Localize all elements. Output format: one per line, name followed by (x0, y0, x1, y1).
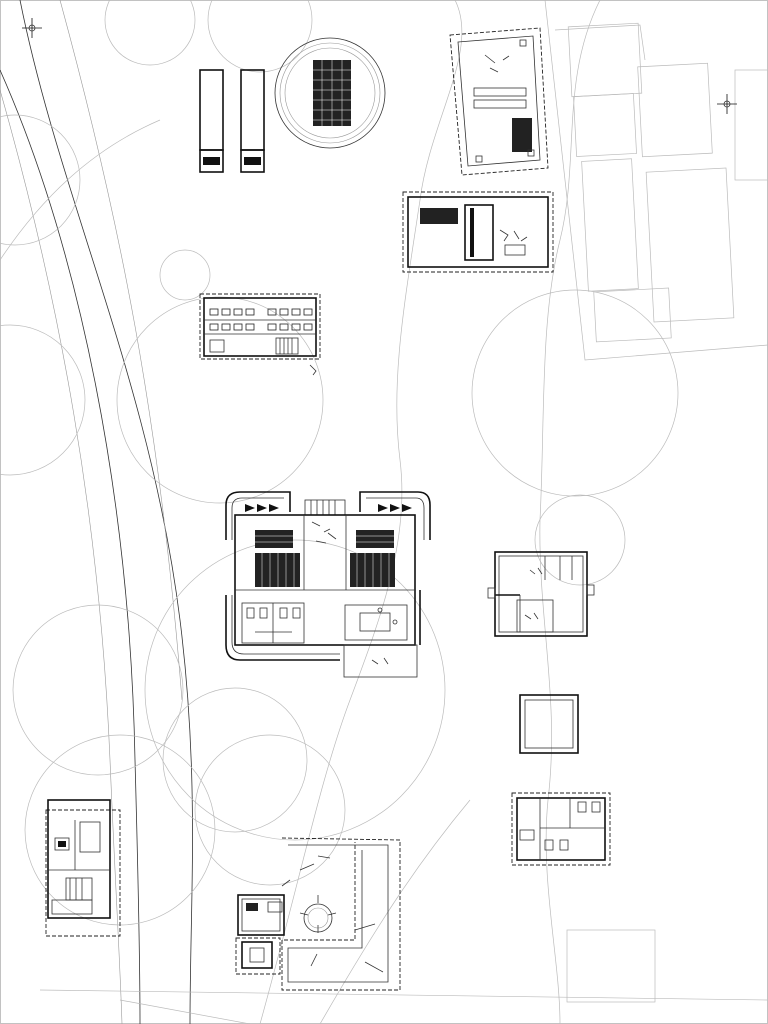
tree-canopies (0, 0, 679, 926)
southeast-annex (511, 792, 611, 866)
footpaths (0, 0, 601, 1024)
south-courtyard (235, 837, 401, 991)
dashed-parcel-top-right (449, 27, 549, 176)
parked-trucks (199, 69, 265, 173)
crosshair-marker-top-right (717, 94, 737, 114)
small-square-pavilion (519, 694, 579, 754)
classroom-block (199, 293, 321, 376)
parcels-right (39, 0, 768, 1024)
main-building (225, 491, 431, 678)
southwest-block (45, 799, 121, 937)
circular-pool (274, 37, 386, 149)
crosshair-marker-top-left (22, 18, 42, 38)
road-lines (0, 0, 193, 1024)
east-annex (487, 551, 595, 637)
equipment-shed (402, 191, 554, 273)
